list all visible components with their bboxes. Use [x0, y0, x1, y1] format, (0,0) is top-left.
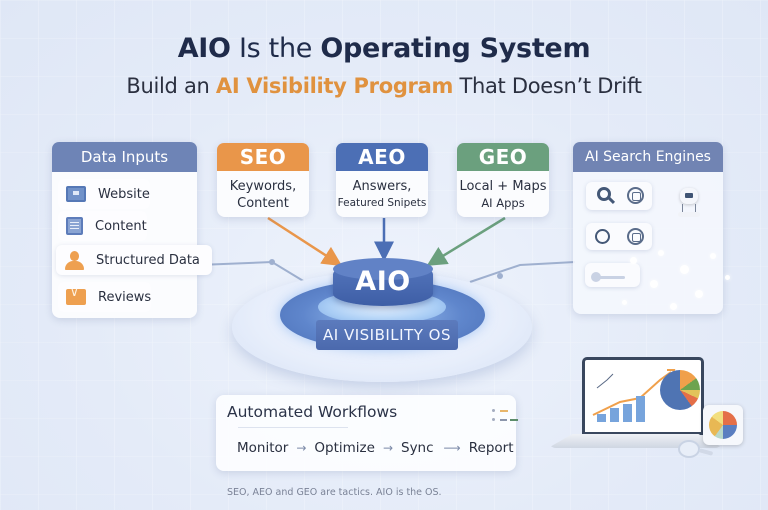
seo-title: SEO — [217, 143, 309, 171]
search-engine-slider[interactable] — [585, 263, 640, 287]
input-item-label: Content — [95, 218, 147, 234]
aio-core-label: AIO — [355, 266, 411, 297]
website-icon — [66, 186, 86, 202]
network-graph-decoration — [610, 245, 750, 325]
input-item-label: Website — [98, 186, 150, 202]
slider-icon — [591, 272, 625, 282]
long-arrow-icon: ⟶ — [443, 441, 461, 455]
search-engine-button-1[interactable] — [586, 182, 652, 210]
page-title: AIO Is the Operating System — [177, 33, 591, 64]
magnifier-icon — [678, 440, 700, 458]
step-sync[interactable]: Sync — [401, 440, 434, 456]
page-subtitle: Build an AI Visibility Program That Does… — [126, 74, 642, 98]
footnote: SEO, AEO and GEO are tactics. AIO is the… — [227, 487, 442, 498]
aeo-title: AEO — [336, 143, 428, 171]
arrow-icon: → — [296, 441, 307, 455]
chart-bar — [636, 396, 645, 422]
workflow-steps: Monitor → Optimize → Sync ⟶ Report — [237, 440, 514, 456]
geo-line-2: AI Apps — [481, 196, 525, 210]
geo-card[interactable]: GEO Local + Maps AI Apps — [457, 143, 549, 217]
aio-core-top — [333, 258, 433, 280]
step-optimize[interactable]: Optimize — [314, 440, 375, 456]
seo-line-1: Keywords, — [229, 179, 297, 194]
automated-workflows-panel: Automated Workflows Monitor → Optimize →… — [216, 395, 516, 471]
chart-bar — [623, 404, 632, 422]
pie-chart-icon — [660, 370, 700, 410]
data-inputs-title: Data Inputs — [52, 142, 197, 172]
step-report[interactable]: Report — [468, 440, 514, 456]
input-item-structured-data[interactable]: Structured Data — [56, 245, 212, 275]
ai-search-engines-title: AI Search Engines — [573, 142, 723, 172]
envelope-icon — [66, 289, 86, 305]
chart-bar — [597, 414, 606, 422]
chart-bar — [610, 408, 619, 422]
input-item-label: Structured Data — [96, 252, 200, 268]
arrow-icon: → — [382, 441, 393, 455]
search-icon — [597, 187, 611, 201]
step-monitor[interactable]: Monitor — [237, 440, 289, 456]
aeo-line-1: Answers, — [352, 179, 412, 194]
search-engine-button-2[interactable] — [586, 223, 652, 250]
aeo-line-2: Featured Snipets — [337, 197, 427, 209]
ai-visibility-os-label: AI VISIBILITY OS — [316, 320, 458, 350]
seo-card[interactable]: SEO Keywords, Content — [217, 143, 309, 217]
geo-title: GEO — [457, 143, 549, 171]
input-item-website[interactable]: Website — [58, 179, 150, 209]
input-item-reviews[interactable]: Reviews — [58, 282, 152, 312]
geo-line-1: Local + Maps — [459, 179, 547, 194]
workflows-title: Automated Workflows — [227, 403, 398, 421]
laptop-dashboard-illustration — [582, 357, 704, 435]
input-item-label: Reviews — [98, 289, 152, 305]
robot-icon — [678, 188, 700, 218]
data-inputs-panel: Data Inputs Website Content Structured D… — [52, 142, 212, 318]
pie-chart-icon — [709, 411, 737, 439]
divider — [238, 427, 348, 428]
input-item-content[interactable]: Content — [58, 211, 147, 241]
aeo-card[interactable]: AEO Answers, Featured Snipets — [336, 143, 428, 217]
document-icon — [66, 217, 83, 235]
person-icon — [64, 250, 84, 270]
camera-lens-icon — [627, 187, 644, 204]
camera-lens-icon — [627, 228, 644, 245]
pie-chart-card — [703, 405, 743, 445]
seo-line-2: Content — [237, 196, 289, 211]
circle-icon — [595, 229, 610, 244]
